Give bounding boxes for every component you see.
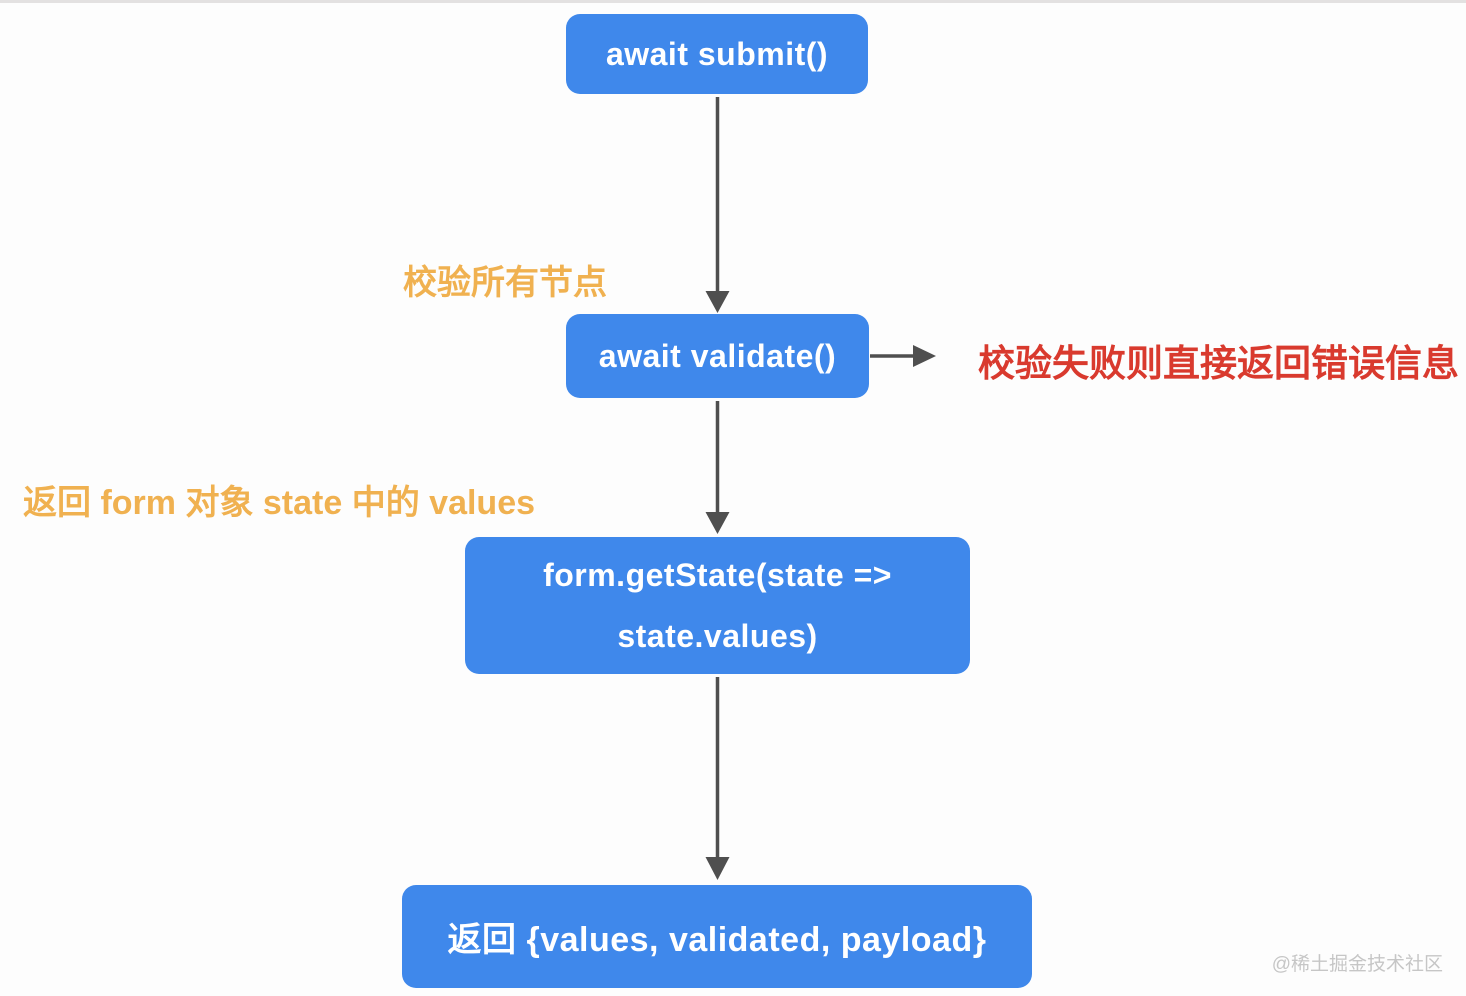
annotation-validation-fail: 校验失败则直接返回错误信息 xyxy=(978,343,1459,384)
annotation-return-state-values: 返回 form 对象 state 中的 values xyxy=(23,484,536,522)
node-return-result: 返回 {values, validated, payload} xyxy=(402,885,1032,988)
watermark-text: @稀土掘金技术社区 xyxy=(1271,954,1443,975)
annotation-validate-all-nodes: 校验所有节点 xyxy=(403,264,607,302)
arrow-submit-to-validate xyxy=(705,97,730,313)
arrow-validate-to-error xyxy=(870,345,936,367)
arrow-validate-to-getstate xyxy=(705,401,730,534)
node-form-getstate: form.getState(state => state.values) xyxy=(465,537,970,674)
node-await-validate: await validate() xyxy=(566,314,869,398)
node-await-submit: await submit() xyxy=(566,14,868,94)
node-form-getstate-line2: state.values) xyxy=(617,618,818,654)
node-form-getstate-line1: form.getState(state => xyxy=(543,557,892,593)
arrow-getstate-to-result xyxy=(705,677,730,880)
